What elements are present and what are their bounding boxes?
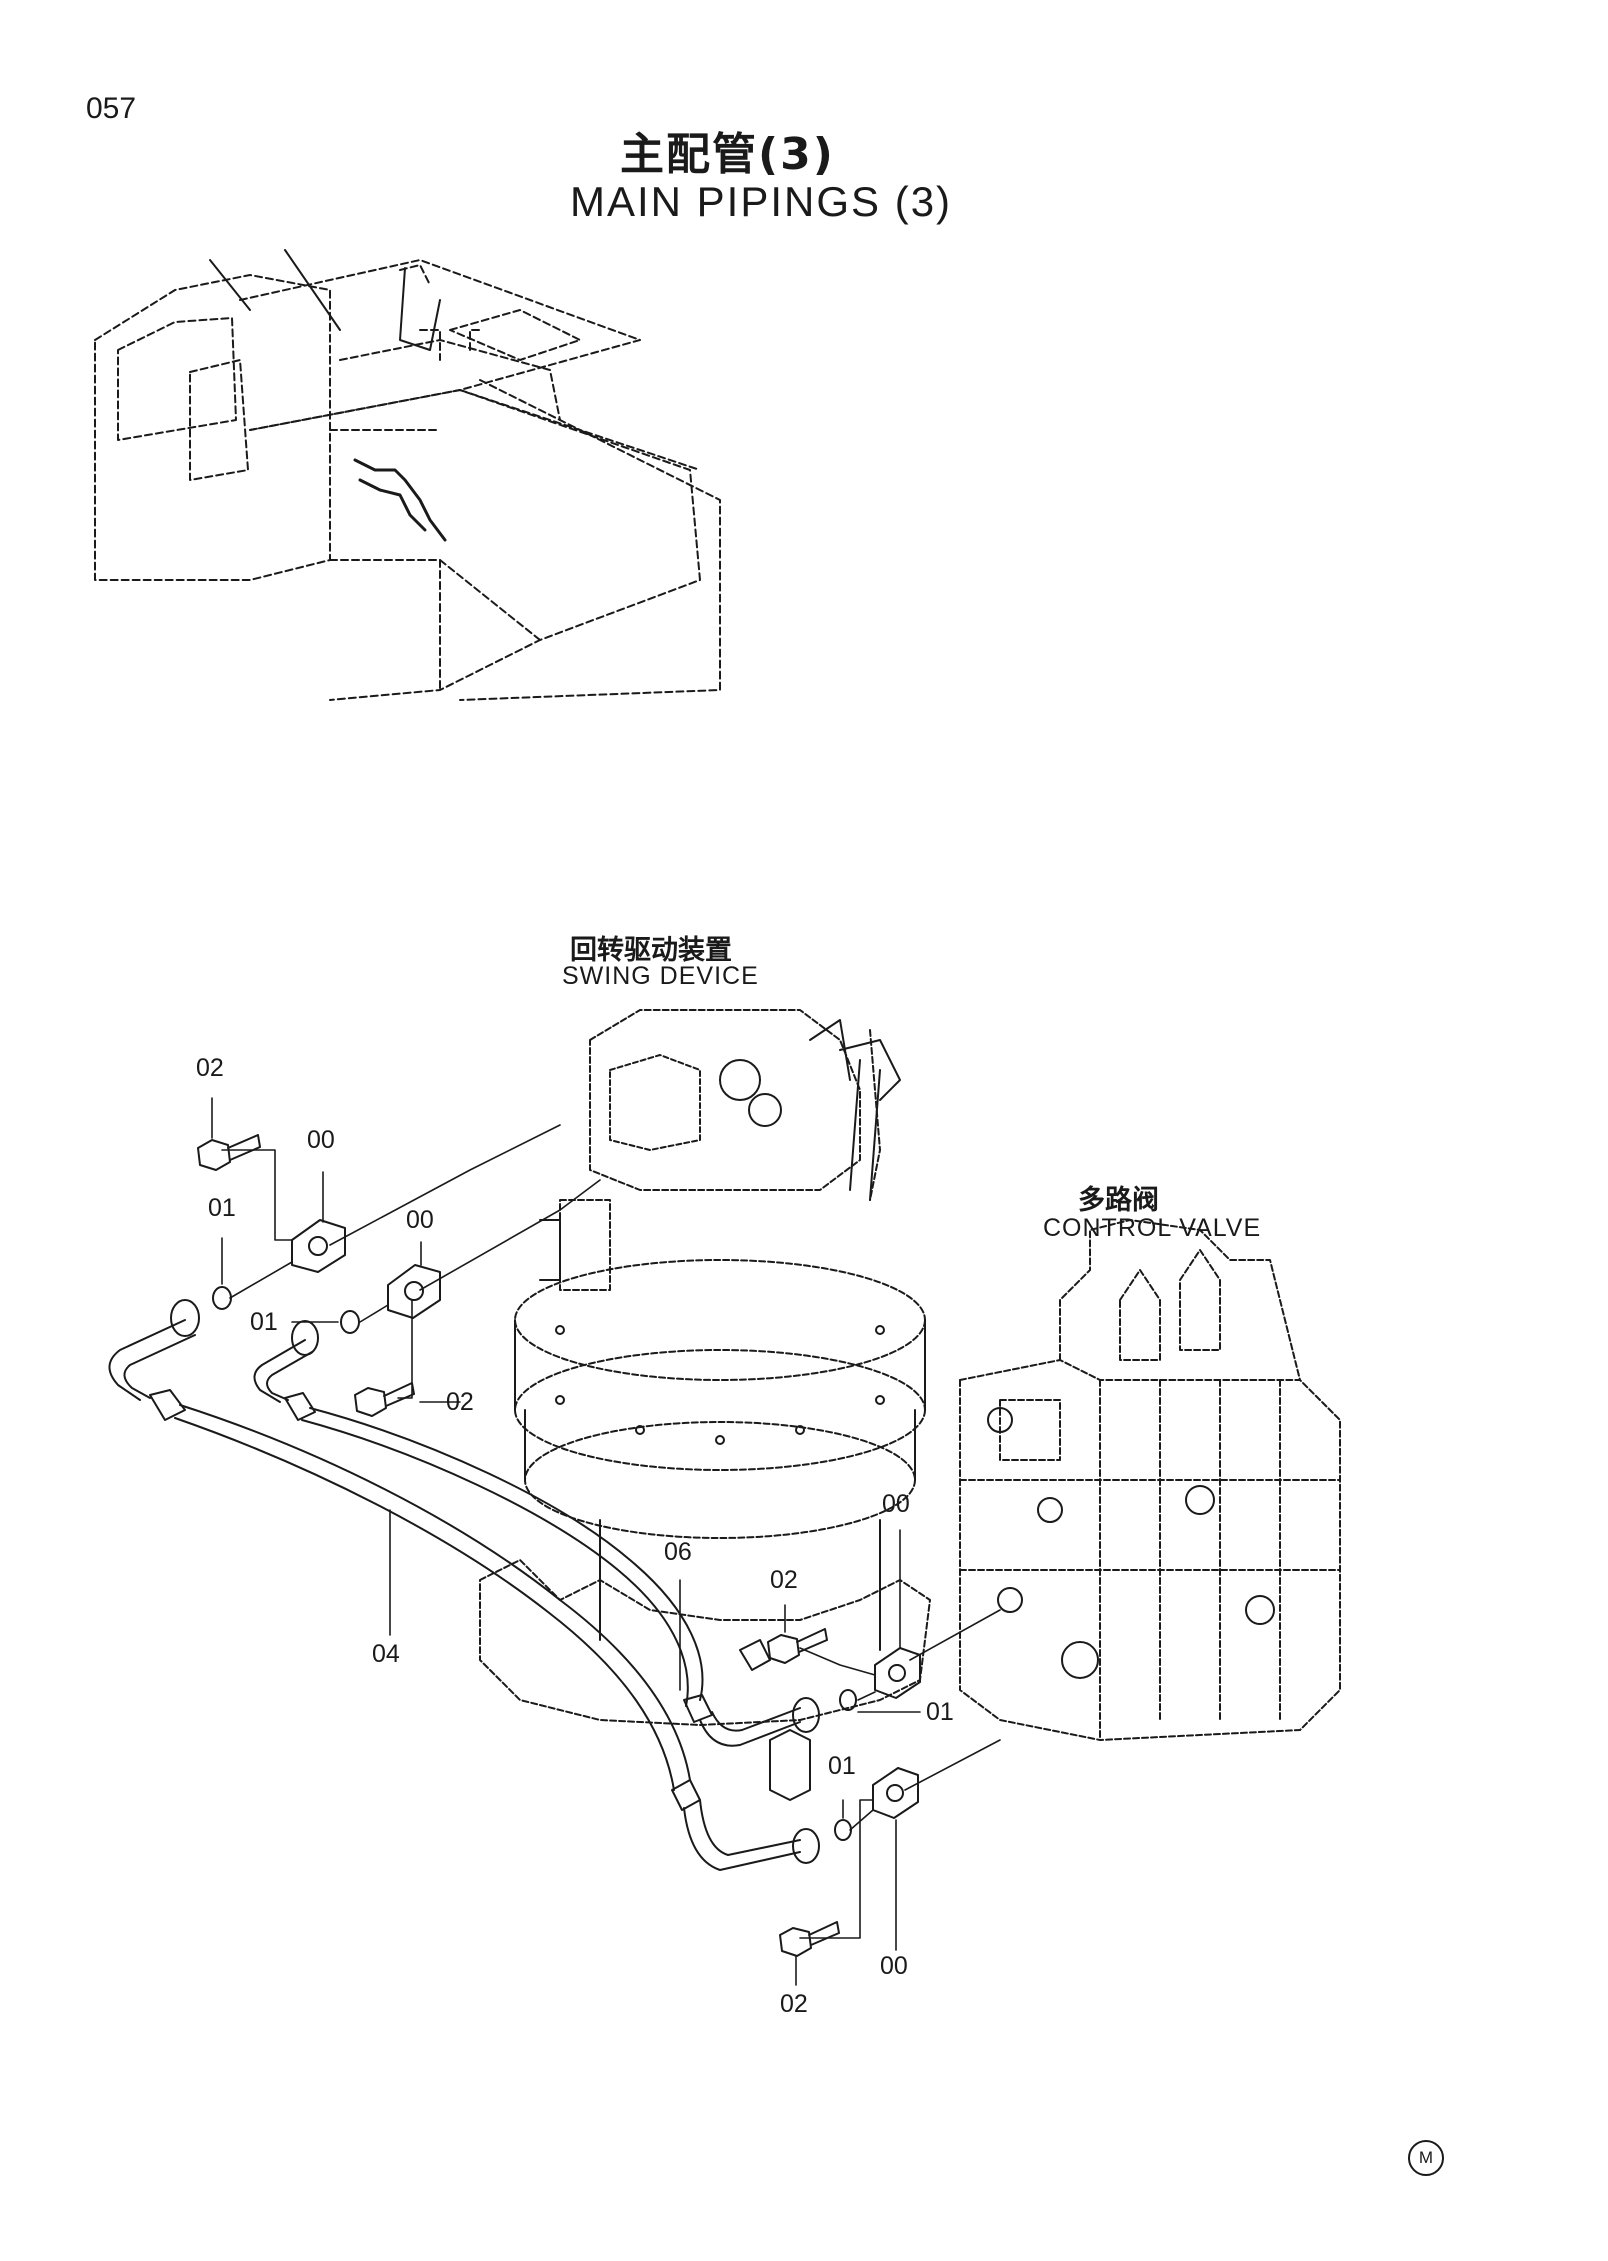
control-valve-ports xyxy=(987,1407,1275,1679)
hardware-parts xyxy=(197,1134,921,1957)
leader-lines xyxy=(221,1124,1001,1939)
callout-bolt-upper: 02 xyxy=(196,1054,224,1082)
callout-oring-right: 01 xyxy=(926,1698,954,1726)
registered-mark-icon: M xyxy=(1408,2140,1444,2176)
callout-bolt-lower: 02 xyxy=(780,1990,808,2018)
callout-bolt-middle: 02 xyxy=(446,1388,474,1416)
callout-flange-right: 00 xyxy=(882,1490,910,1518)
callout-hose-04: 04 xyxy=(372,1640,400,1668)
hose-assemblies xyxy=(108,1299,820,1871)
excavator-highlight-pipes xyxy=(353,458,447,542)
swing-device-label-cn: 回转驱动装置 xyxy=(570,935,732,966)
callout-hose-06: 06 xyxy=(664,1538,692,1566)
callout-oring-upper: 01 xyxy=(208,1194,236,1222)
callout-flange-lower: 00 xyxy=(880,1952,908,1980)
control-valve-drawing xyxy=(959,1219,1341,1741)
excavator-overview xyxy=(94,259,721,701)
control-valve-label-cn: 多路阀 xyxy=(1078,1185,1159,1216)
callout-oring-second: 01 xyxy=(250,1308,278,1336)
callout-leaders xyxy=(211,1097,921,1986)
callout-oring-lower: 01 xyxy=(828,1752,856,1780)
swing-device-relief-valve xyxy=(839,1039,901,1201)
page-title-cn: 主配管(3) xyxy=(620,129,835,180)
page-title-en: MAIN PIPINGS (3) xyxy=(570,178,953,225)
swing-device-label-en: SWING DEVICE xyxy=(562,962,759,990)
swing-device-drawing xyxy=(479,1009,931,1801)
page-number: 057 xyxy=(86,92,137,125)
callout-flange-upper: 00 xyxy=(307,1126,335,1154)
callout-bolt-right: 02 xyxy=(770,1566,798,1594)
callout-flange-second: 00 xyxy=(406,1206,434,1234)
excavator-boom-hint xyxy=(209,249,441,351)
control-valve-label-en: CONTROL VALVE xyxy=(1043,1214,1262,1242)
